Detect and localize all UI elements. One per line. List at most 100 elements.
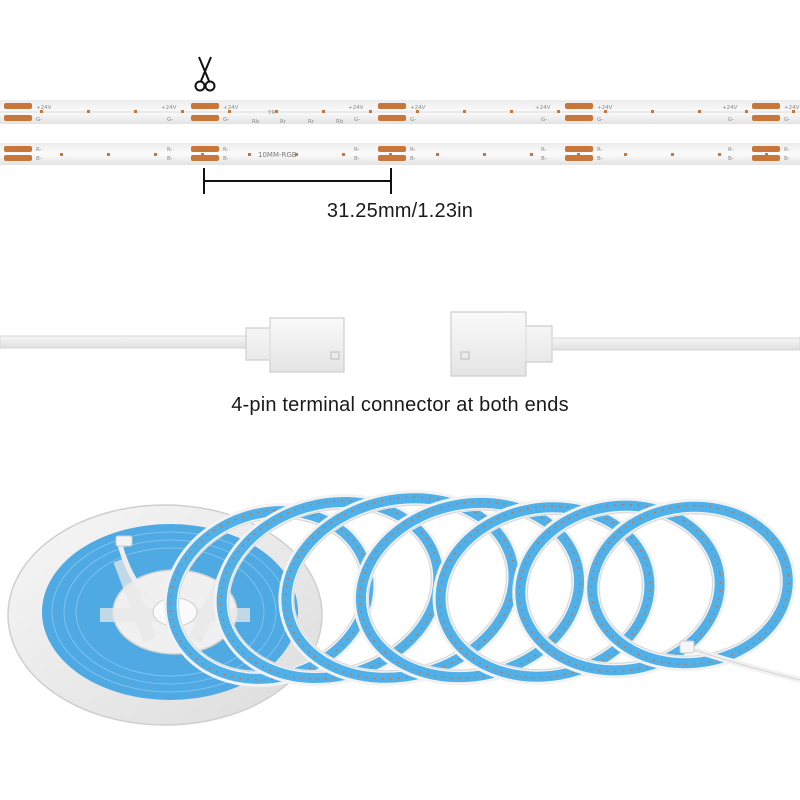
mark-b-minus: B- [223,156,229,162]
mark-r-minus: R- [597,147,603,153]
led-chip [369,110,372,113]
connector-caption: 4-pin terminal connector at both ends [231,394,569,416]
solder-pad [191,146,219,152]
solder-pad [378,103,406,109]
led-chip [483,153,486,156]
strip-end-lead [679,640,800,683]
mark-g-minus: G- [410,117,416,123]
solder-pad [378,155,406,161]
led-chip [248,153,251,156]
mark-b-minus: B- [541,156,547,162]
mark-plus-24v: +24V [784,105,800,111]
led-chip [107,153,110,156]
mark-b-minus: B- [36,156,42,162]
solder-pad [191,155,219,161]
led-chip [577,153,580,156]
mark-r-minus: R- [784,147,790,153]
mark-r-minus: R- [728,147,734,153]
led-chip [651,110,654,113]
mark-channel: Rb [336,119,344,125]
solder-pad [4,103,32,109]
mark-b-minus: B- [354,156,360,162]
mark-b-minus: B- [728,156,734,162]
led-chip [181,110,184,113]
led-chip [510,110,513,113]
led-chip [134,110,137,113]
strip-loop [584,498,796,672]
mark-g-minus: G- [541,117,547,123]
led-chip [604,110,607,113]
led-chip [557,110,560,113]
solder-pad [191,103,219,109]
led-chip [671,153,674,156]
scissors-icon [194,56,216,92]
solder-pad [752,155,780,161]
solder-pad [4,146,32,152]
led-chip [745,110,748,113]
mark-channel: Rr [308,119,315,125]
mark-plus-24v: +24V [161,105,177,111]
strip-loop-chips [438,505,652,679]
mark-channel: Rr [280,119,287,125]
mark-plus-24v: +24V [722,105,738,111]
led-chip [275,110,278,113]
led-chip [765,153,768,156]
strip-code-top: YR [267,110,275,116]
solder-pads [4,103,795,161]
strip-loop [432,499,658,685]
led-chip [228,110,231,113]
solder-pad [752,103,780,109]
led-chip [40,110,43,113]
mark-plus-24v: +24V [348,105,364,111]
led-strip-loops [163,490,796,687]
strip-loop-chips [518,503,722,673]
cut-length-label: 31.25mm/1.23in [326,200,474,222]
led-chip [698,110,701,113]
solder-pad [565,103,593,109]
mark-plus-24v: +24V [36,105,52,111]
mark-g-minus: G- [167,117,173,123]
mark-g-minus: G- [36,117,42,123]
strip-loop-edge [526,512,714,664]
strip-loop-chips [359,501,581,679]
solder-pad [378,146,406,152]
solder-pad [752,146,780,152]
mark-g-minus: G- [223,117,229,123]
led-chip [792,110,795,113]
led-chip [154,153,157,156]
mark-plus-24v: +24V [535,105,551,111]
led-chip [389,153,392,156]
mark-r-minus: R- [541,147,547,153]
led-chip [295,153,298,156]
strip-markings: YR 10MM-RGB +24V +24V G- G- R- R- B- B- +24V +24V… [36,105,800,162]
strip-code-bottom: 10MM-RGB [258,151,297,159]
strip-loop-light [515,500,725,676]
led-chip [530,153,533,156]
mark-b-minus: B- [597,156,603,162]
strip-loop-light [587,501,793,669]
led-chip [463,110,466,113]
mark-plus-24v: +24V [597,105,613,111]
solder-pad [4,155,32,161]
led-chip [342,153,345,156]
solder-pad [191,115,219,121]
mark-b-minus: B- [167,156,173,162]
connector-male-right [450,311,553,377]
mark-g-minus: G- [597,117,603,123]
strip-loop-edge [178,517,362,673]
mark-g-minus: G- [354,117,360,123]
led-chip [718,153,721,156]
dimension-line [203,168,392,194]
solder-pad [565,146,593,152]
strip-loop-edge [598,513,782,657]
solder-pad [752,115,780,121]
strip-loop-chips [219,500,441,680]
mark-g-minus: G- [728,117,734,123]
led-chip [416,110,419,113]
led-chip [60,153,63,156]
mark-r-minus: R- [223,147,229,153]
mark-r-minus: R- [36,147,42,153]
mark-b-minus: B- [410,156,416,162]
mark-r-minus: R- [167,147,173,153]
